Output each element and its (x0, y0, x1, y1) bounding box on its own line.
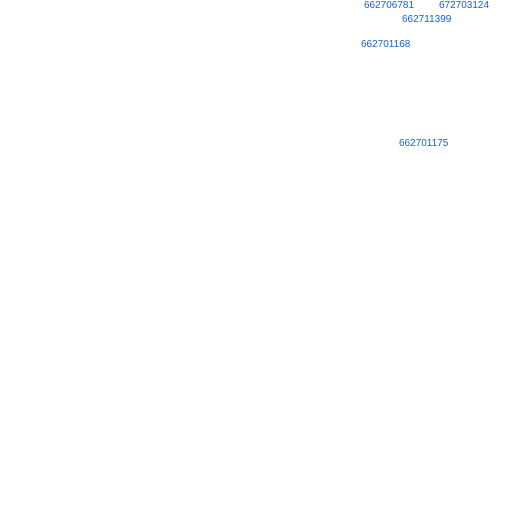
parcel-label[interactable]: 662701175 (399, 138, 449, 149)
parcel-label[interactable]: 662701168 (361, 39, 411, 50)
parcel-label[interactable]: 662711399 (402, 14, 452, 25)
parcel-label[interactable]: 672703124 (439, 0, 490, 11)
parcel-label[interactable]: 662706781 (364, 0, 415, 11)
